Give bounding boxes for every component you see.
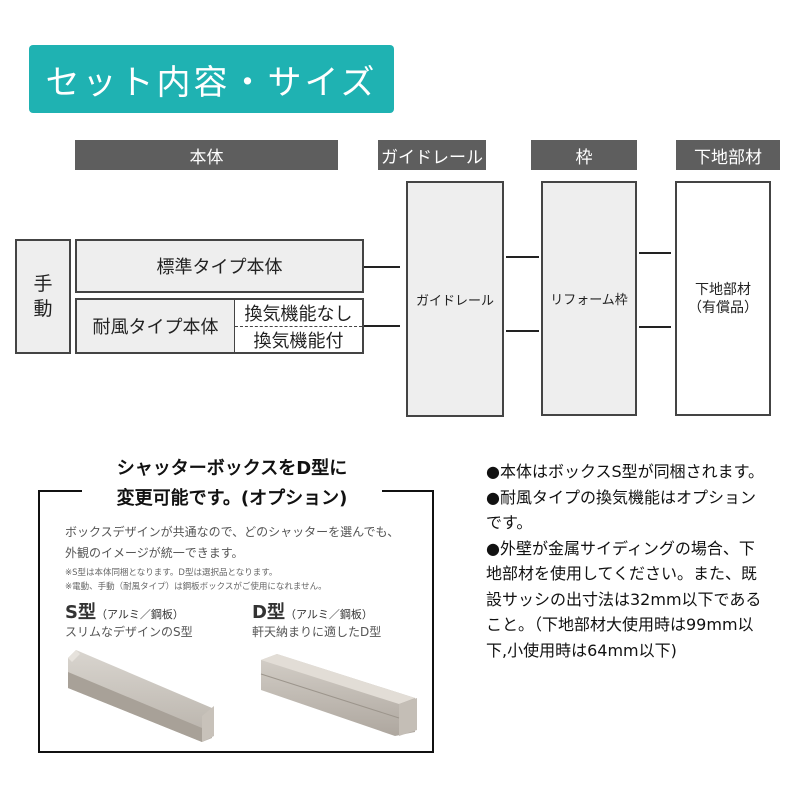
connector-line <box>506 330 539 332</box>
header-body: 本体 <box>75 140 338 170</box>
manual-label-1: 手 <box>33 272 53 295</box>
note-1: ※S型は本体同梱となります。D型は選択品となります。 <box>65 568 278 578</box>
connector-line <box>639 252 671 254</box>
s-type-box-image <box>68 650 214 742</box>
connector-line <box>506 256 539 258</box>
connector-line <box>639 326 671 328</box>
page-title: セット内容・サイズ <box>29 45 394 113</box>
option-title-line2: 変更可能です。(オプション) <box>116 488 348 509</box>
s-type-title: S型（アルミ／鋼板） <box>65 598 184 624</box>
wind-body-label: 耐風タイプ本体 <box>77 300 235 352</box>
base-material-label: 下地部材 <box>695 281 751 298</box>
header-frame: 枠 <box>531 140 637 170</box>
notes-list: ●本体はボックスS型が同梱されます。 ●耐風タイプの換気機能はオプションです。 … <box>486 459 766 663</box>
connector-line <box>364 266 400 268</box>
note-item: ●本体はボックスS型が同梱されます。 <box>486 462 765 481</box>
ventilation-options: 換気機能なし 換気機能付 <box>235 300 362 352</box>
note-item: ●外壁が金属サイディングの場合、下地部材を使用してください。また、既設サッシの出… <box>486 538 762 660</box>
guide-rail-label: ガイドレール <box>415 293 494 309</box>
d-type-description: 軒天納まりに適したD型 <box>252 625 382 639</box>
description-line2: 外観のイメージが統一できます。 <box>65 546 244 560</box>
connector-line <box>364 325 400 327</box>
option-title: シャッターボックスをD型に 変更可能です。(オプション) <box>82 454 382 514</box>
base-material-box: 下地部材 （有償品） <box>675 181 771 416</box>
base-material-paid-label: （有償品） <box>688 299 758 316</box>
s-type-description: スリムなデザインのS型 <box>65 625 193 639</box>
s-type-name: S型 <box>65 602 96 623</box>
ventilation-with: 換気機能付 <box>253 331 344 352</box>
standard-body-box: 標準タイプ本体 <box>75 239 364 293</box>
d-type-title: D型（アルミ／鋼板） <box>252 598 373 624</box>
note-2: ※電動、手動（耐風タイプ）は鋼板ボックスがご使用になれません。 <box>65 582 327 592</box>
description-line1: ボックスデザインが共通なので、どのシャッターを選んでも、 <box>65 525 400 539</box>
d-type-box-image <box>260 654 417 736</box>
manual-label-2: 動 <box>33 297 53 320</box>
d-type-name: D型 <box>252 602 285 623</box>
manual-box: 手 動 <box>15 239 71 354</box>
ventilation-none: 換気機能なし <box>235 300 362 327</box>
wind-body-box: 耐風タイプ本体 換気機能なし 換気機能付 <box>75 298 364 354</box>
header-guide-rail: ガイドレール <box>378 140 486 170</box>
reform-frame-box: リフォーム枠 <box>541 181 637 416</box>
guide-rail-box: ガイドレール <box>406 181 504 417</box>
header-base-material: 下地部材 <box>676 140 780 170</box>
option-description: ボックスデザインが共通なので、どのシャッターを選んでも、 外観のイメージが統一で… <box>65 522 435 564</box>
option-title-line1: シャッターボックスをD型に <box>116 458 348 479</box>
reform-frame-label: リフォーム枠 <box>550 293 628 308</box>
s-type-material: （アルミ／鋼板） <box>95 608 184 621</box>
standard-body-label: 標準タイプ本体 <box>156 257 283 278</box>
d-type-material: （アルミ／鋼板） <box>284 608 373 621</box>
note-item: ●耐風タイプの換気機能はオプションです。 <box>486 487 756 533</box>
